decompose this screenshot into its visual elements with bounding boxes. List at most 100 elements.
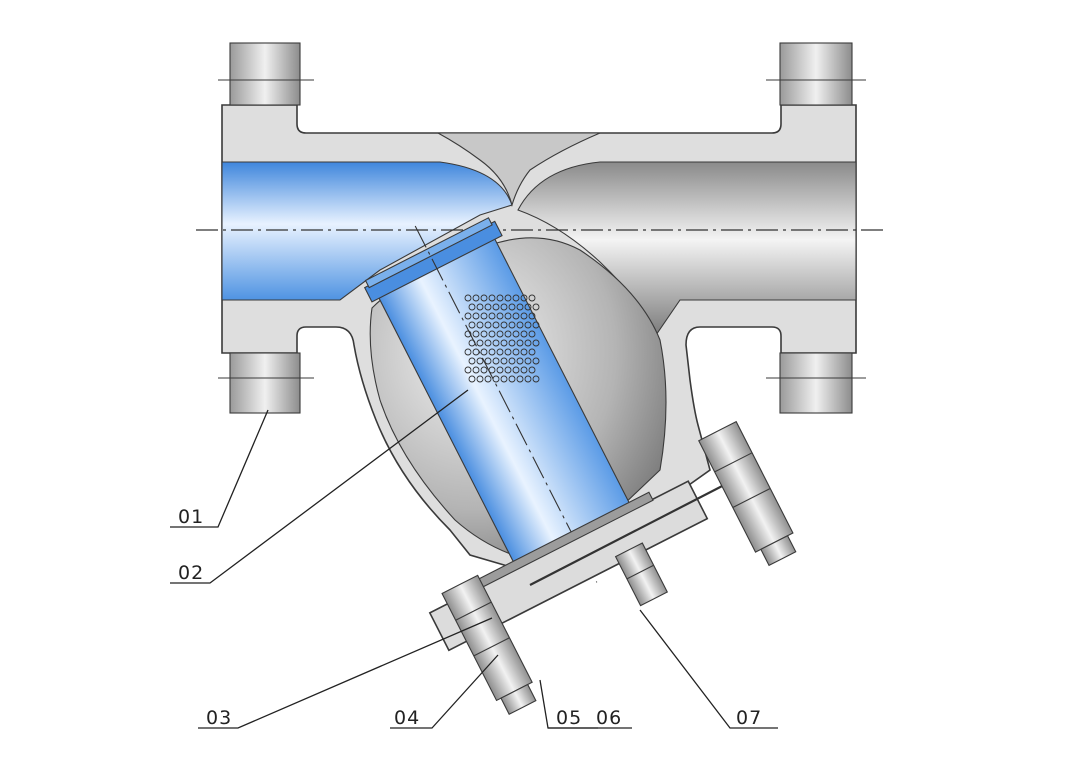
left-stud-bolt xyxy=(441,574,537,715)
perforation-hole xyxy=(504,312,512,320)
perforation-hole xyxy=(512,348,520,356)
perforation-hole xyxy=(468,339,476,347)
perforation-hole xyxy=(508,321,516,329)
perforation-hole xyxy=(488,330,496,338)
left-flange xyxy=(218,42,314,414)
perforation-hole xyxy=(524,375,532,383)
perforation-hole xyxy=(500,339,508,347)
perforation-hole xyxy=(488,348,496,356)
perforation-hole xyxy=(464,330,472,338)
filter-screen xyxy=(363,217,645,591)
perforation-hole xyxy=(528,330,536,338)
perforation-hole xyxy=(532,321,540,329)
perforation-hole xyxy=(524,303,532,311)
perforation-hole xyxy=(472,348,480,356)
body-partition xyxy=(437,132,601,208)
perforation-hole xyxy=(520,348,528,356)
perforation-hole xyxy=(468,303,476,311)
perforation-hole xyxy=(532,375,540,383)
perforation-hole xyxy=(496,348,504,356)
perforation-hole xyxy=(504,348,512,356)
perforation-hole xyxy=(464,366,472,374)
perforation-hole xyxy=(508,357,516,365)
perforation-hole xyxy=(492,303,500,311)
perforation-hole xyxy=(496,294,504,302)
perforation-hole xyxy=(488,294,496,302)
perforation-hole xyxy=(508,339,516,347)
callout-04: 04 xyxy=(394,707,420,729)
perforation-hole xyxy=(468,375,476,383)
callout-05: 05 xyxy=(556,707,582,729)
perforation-hole xyxy=(524,321,532,329)
perforation-hole xyxy=(464,312,472,320)
perforation-hole xyxy=(520,312,528,320)
perforation-hole xyxy=(472,294,480,302)
perforation-hole xyxy=(500,321,508,329)
perforation-hole xyxy=(472,330,480,338)
perforation-hole xyxy=(496,330,504,338)
perforation-hole xyxy=(492,375,500,383)
perforation-hole xyxy=(488,366,496,374)
perforation-hole xyxy=(480,312,488,320)
perforation-hole xyxy=(528,312,536,320)
right-flange xyxy=(766,42,866,414)
perforation-hole xyxy=(464,294,472,302)
perforation-hole xyxy=(484,357,492,365)
right-stud-bolt xyxy=(698,420,797,567)
perforation-hole xyxy=(496,312,504,320)
perforation-hole xyxy=(532,339,540,347)
perforation-hole xyxy=(512,366,520,374)
perforation-hole xyxy=(480,366,488,374)
callout-06: 06 xyxy=(596,707,622,729)
perforation-hole xyxy=(504,294,512,302)
perforation-hole xyxy=(520,366,528,374)
perforation-hole xyxy=(500,303,508,311)
perforation-hole xyxy=(492,321,500,329)
perforation-hole xyxy=(516,303,524,311)
perforation-hole xyxy=(484,303,492,311)
perforation-hole xyxy=(480,330,488,338)
perforation-hole xyxy=(488,312,496,320)
perforation-hole xyxy=(484,339,492,347)
perforation-hole xyxy=(500,375,508,383)
perforation-hole xyxy=(532,303,540,311)
cover-gasket xyxy=(529,481,731,586)
perforation-hole xyxy=(496,366,504,374)
leader-lines xyxy=(170,389,778,729)
perforation-hole xyxy=(500,357,508,365)
perforation-hole xyxy=(464,348,472,356)
perforation-hole xyxy=(508,303,516,311)
perforation-hole xyxy=(504,366,512,374)
perforation-hole xyxy=(520,294,528,302)
perforation-hole xyxy=(476,375,484,383)
perforation-hole xyxy=(476,303,484,311)
perforation-hole xyxy=(472,366,480,374)
perforation-hole xyxy=(468,357,476,365)
perforation-hole xyxy=(524,357,532,365)
perforation-hole xyxy=(484,321,492,329)
perforation-hole xyxy=(532,357,540,365)
perforation-hole xyxy=(476,357,484,365)
perforation-hole xyxy=(528,294,536,302)
perforation-hole xyxy=(520,330,528,338)
callout-03: 03 xyxy=(206,707,232,729)
perforation-hole xyxy=(516,339,524,347)
perforation-hole xyxy=(492,339,500,347)
perforation-hole xyxy=(524,339,532,347)
perforation-hole xyxy=(512,294,520,302)
perforation-hole xyxy=(516,357,524,365)
perforation-hole xyxy=(476,339,484,347)
drain-plug xyxy=(614,542,669,607)
callout-02: 02 xyxy=(178,562,204,584)
callout-07: 07 xyxy=(736,707,762,729)
callout-01: 01 xyxy=(178,506,204,528)
inlet-flow-passage xyxy=(221,161,513,301)
perforation-hole xyxy=(508,375,516,383)
perforation-hole xyxy=(472,312,480,320)
perforation-hole xyxy=(528,348,536,356)
perforation-hole xyxy=(476,321,484,329)
perforation-hole xyxy=(480,348,488,356)
perforation-hole xyxy=(512,312,520,320)
screen-perforations xyxy=(464,294,540,383)
